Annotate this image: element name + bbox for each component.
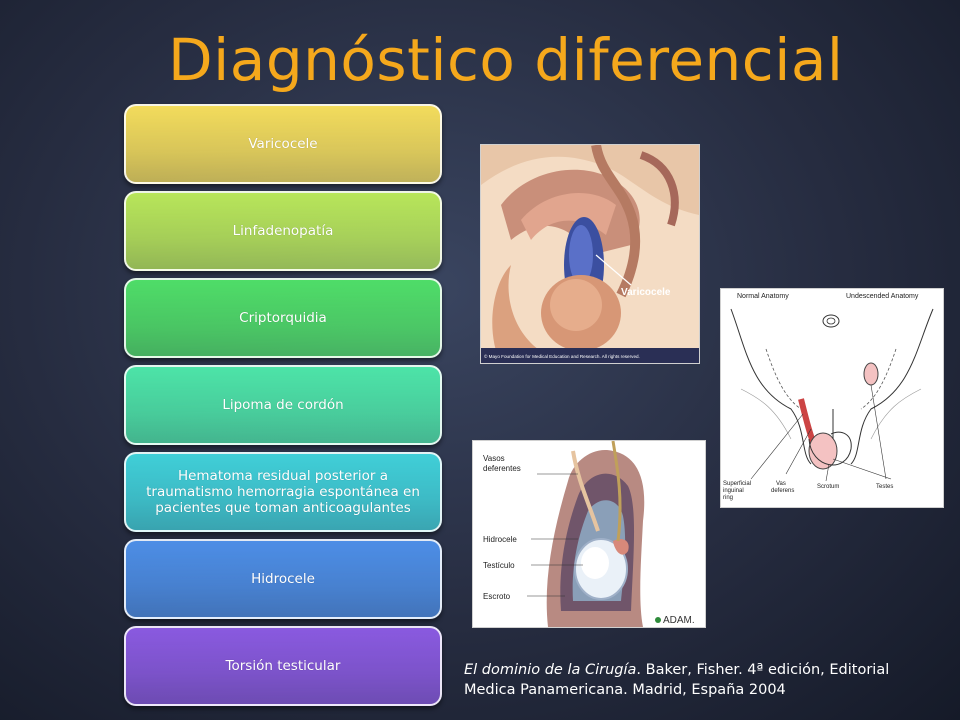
varicocele-label: Varicocele xyxy=(621,287,671,298)
list-item-criptorquidia: Criptorquidia xyxy=(124,278,442,358)
escroto-label: Escroto xyxy=(483,592,511,601)
varicocele-drawing: Varicocele © Mayo Foundation for Medical… xyxy=(481,145,699,363)
hidrocele-label: Hidrocele xyxy=(483,535,517,544)
list-item-label: Linfadenopatía xyxy=(232,223,334,239)
list-item-label: Hidrocele xyxy=(251,571,315,587)
undescended-anatomy-label: Undescended Anatomy xyxy=(846,293,919,300)
list-item-label: Torsión testicular xyxy=(225,658,341,674)
undescended-anatomy-drawing: Normal Anatomy Undescended Anatomy Super… xyxy=(721,289,943,507)
list-item-hematoma: Hematoma residual posterior a traumatism… xyxy=(124,452,442,532)
list-item-label: Hematoma residual posterior a traumatism… xyxy=(146,468,420,516)
list-item-hidrocele: Hidrocele xyxy=(124,539,442,619)
book-details: . Baker, Fisher. 4ª edición, Editorial M… xyxy=(464,662,890,698)
undescended-anatomy-illustration: Normal Anatomy Undescended Anatomy Super… xyxy=(720,288,944,508)
testiculo-label: Testículo xyxy=(483,561,515,570)
list-item-varicocele: Varicocele xyxy=(124,104,442,184)
reference-caption: El dominio de la Cirugía. Baker, Fisher.… xyxy=(464,660,934,700)
book-title: El dominio de la Cirugía xyxy=(464,662,637,678)
list-item-label: Varicocele xyxy=(248,136,318,152)
list-item-label: Lipoma de cordón xyxy=(222,397,344,413)
list-item-torsion: Torsión testicular xyxy=(124,626,442,706)
adam-logo-icon xyxy=(655,617,661,623)
adam-logo: ADAM. xyxy=(663,615,695,626)
list-item-label: Criptorquidia xyxy=(239,310,327,326)
list-item-linfadenopatia: Linfadenopatía xyxy=(124,191,442,271)
list-item-lipoma: Lipoma de cordón xyxy=(124,365,442,445)
slide-title: Diagnóstico diferencial xyxy=(168,26,844,94)
varicocele-credit: © Mayo Foundation for Medical Education … xyxy=(484,353,640,359)
varicocele-illustration: Varicocele © Mayo Foundation for Medical… xyxy=(480,144,700,364)
testes-label: Testes xyxy=(876,484,893,490)
normal-anatomy-label: Normal Anatomy xyxy=(737,293,789,300)
scrotum-label: Scrotum xyxy=(817,484,839,490)
